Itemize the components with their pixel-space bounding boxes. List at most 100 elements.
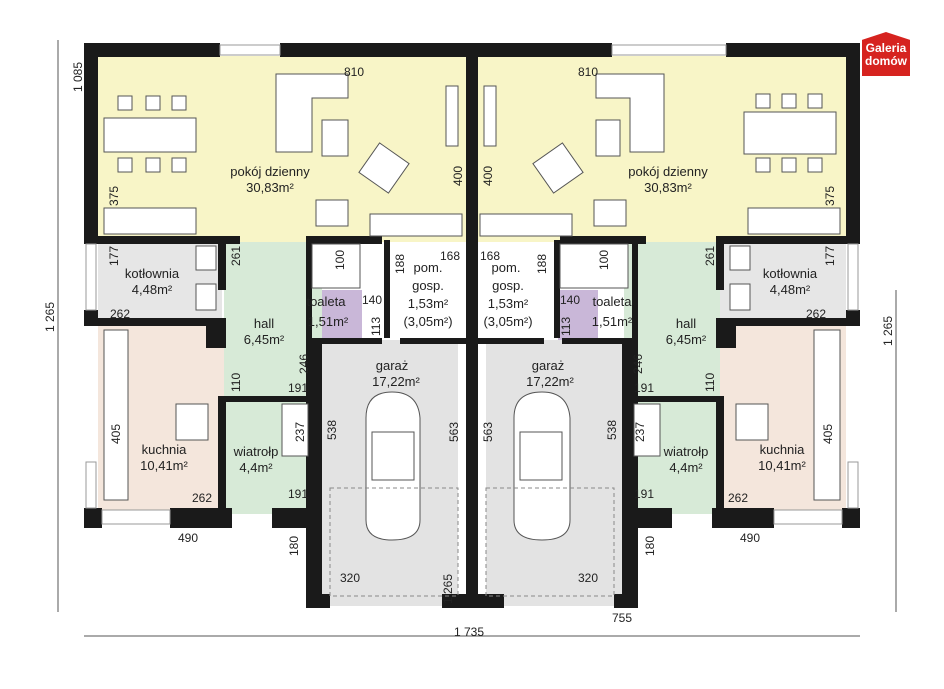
- cabinet-left: [369, 213, 463, 237]
- toilet-fill-right: [558, 290, 598, 340]
- kitchen-counter-left: [103, 329, 129, 501]
- dim-140-left: 140: [362, 293, 382, 307]
- kitchen-table-left: [175, 403, 209, 441]
- kitchen-counter-right: [813, 329, 841, 501]
- hall-name-left: hall: [254, 316, 274, 331]
- dim-100-right: 100: [597, 250, 611, 270]
- sofa-right: [595, 73, 665, 153]
- wind-wall-left: [306, 398, 314, 460]
- dimension-labels: 1 085 1 265 1 265 810 810 400 400 375 37…: [43, 62, 895, 639]
- wind-name-right: wiatrołp: [663, 444, 709, 459]
- bench-right: [747, 207, 841, 235]
- galeria-domow-logo: Galeria domów: [862, 32, 910, 76]
- window-bot-left: [101, 509, 171, 525]
- outer-wall-right-top: [846, 43, 860, 244]
- dim-262-right-top: 262: [806, 307, 826, 321]
- kitchen-wall-right: [716, 318, 736, 348]
- dim-113-right: 113: [559, 317, 573, 336]
- outer-wall-left-bot: [84, 508, 102, 528]
- util-area-left: 1,53m²: [408, 296, 449, 311]
- dim-191-right-top: 191: [634, 381, 654, 395]
- dim-1265-garage: 1 265: [441, 574, 455, 604]
- kitchen-area-left: 10,41m²: [140, 458, 188, 473]
- outer-wall-right-mid: [846, 310, 860, 326]
- garage-bot-left: [306, 594, 330, 608]
- util-name1-left: pom.: [414, 260, 443, 275]
- util-name2-right: gosp.: [492, 278, 524, 293]
- dim-262-left-bot: 262: [192, 491, 212, 505]
- coffee-table-right: [595, 119, 621, 157]
- wind-area-right: 4,4m²: [669, 460, 703, 475]
- dim-538-left: 538: [325, 420, 339, 440]
- dim-1735: 1 735: [454, 625, 484, 639]
- windows: [85, 44, 859, 525]
- cabinet-right: [479, 213, 573, 237]
- dim-810-left: 810: [344, 65, 364, 79]
- tv-left: [445, 85, 459, 147]
- dining-table-right: [743, 111, 837, 155]
- outer-wall-top-left: [84, 43, 220, 57]
- stair-wall-right: [632, 240, 638, 338]
- wind-area-left: 4,4m²: [239, 460, 273, 475]
- dim-538-right: 538: [605, 420, 619, 440]
- dim-246-right: 246: [631, 354, 645, 374]
- dim-246-left: 246: [297, 354, 311, 374]
- boiler-name-left: kotłownia: [125, 266, 180, 281]
- sofa-left: [275, 73, 349, 153]
- util-area2-left: (3,05m²): [403, 314, 452, 329]
- hall-fill-right: [624, 242, 720, 398]
- hall-name-right: hall: [676, 316, 696, 331]
- wardrobe-right: [633, 403, 661, 457]
- dining-table-left: [103, 117, 197, 153]
- dim-237-right: 237: [633, 422, 647, 442]
- living-area-left: 30,83m²: [246, 180, 294, 195]
- window-top-right: [611, 44, 727, 56]
- toilet-name-left: toaleta: [306, 294, 346, 309]
- kitchen-side-right: [716, 396, 724, 508]
- inner-wall-living-right2: [716, 236, 846, 244]
- inner-wall-living-left: [98, 236, 240, 244]
- fireplace-right: [593, 199, 627, 227]
- toilet-fill-left: [322, 290, 362, 340]
- boiler-bot-right: [716, 318, 846, 326]
- garage-wall-left: [306, 340, 322, 608]
- dim-1085: 1 085: [71, 62, 85, 92]
- util-wall-left: [384, 240, 390, 338]
- wardrobe-left: [281, 403, 309, 457]
- dim-375-right: 375: [823, 186, 837, 206]
- walls: [84, 43, 860, 608]
- outer-wall-top-right: [726, 43, 860, 57]
- stairs-right: [559, 243, 629, 289]
- dim-237-left: 237: [293, 422, 307, 442]
- dim-563-right: 563: [481, 422, 495, 442]
- wall-bot-right-a: [712, 508, 774, 528]
- kitchen-name-right: kuchnia: [760, 442, 806, 457]
- kitchen-area-right: 10,41m²: [758, 458, 806, 473]
- dim-113-left: 113: [369, 317, 383, 336]
- outer-wall-left-top: [84, 43, 98, 244]
- outer-wall-top-mid-left: [280, 43, 466, 57]
- dim-1265-left: 1 265: [43, 302, 57, 332]
- hall-area-left: 6,45m²: [244, 332, 285, 347]
- bench-left: [103, 207, 197, 235]
- dim-191-left-top: 191: [288, 381, 308, 395]
- logo-line1: Galeria: [865, 41, 907, 55]
- garage-name-right: garaż: [532, 358, 565, 373]
- fireplace-left: [315, 199, 349, 227]
- dim-262-right-bot: 262: [728, 491, 748, 505]
- dim-400-left: 400: [451, 166, 465, 186]
- dim-490-left: 490: [178, 531, 198, 545]
- kitchen-side-left: [218, 396, 226, 508]
- boiler-wall-left: [218, 242, 226, 290]
- boiler-bot-left: [98, 318, 226, 326]
- dim-177-right: 177: [823, 246, 837, 266]
- boiler-area-left: 4,48m²: [132, 282, 173, 297]
- wall-bot-left-a: [170, 508, 232, 528]
- garage-bot-right: [466, 594, 504, 608]
- dim-191-left-bot: 191: [288, 487, 308, 501]
- boiler-name-right: kotłownia: [763, 266, 818, 281]
- dim-563-left: 563: [447, 422, 461, 442]
- util-name1-right: pom.: [492, 260, 521, 275]
- dim-177-left: 177: [107, 246, 121, 266]
